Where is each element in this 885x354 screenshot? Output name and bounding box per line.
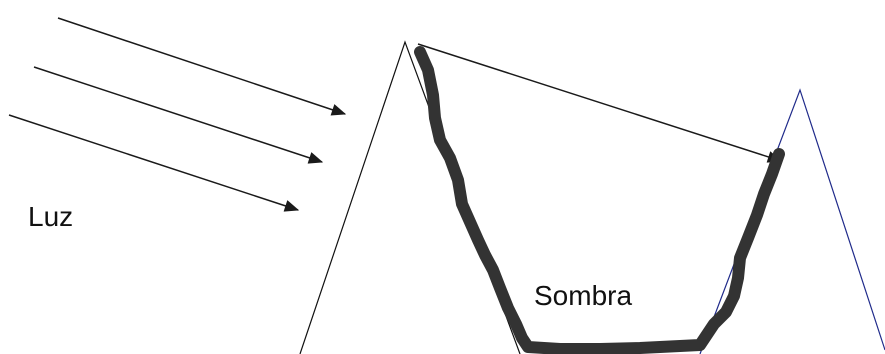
shadow-outline [414,46,785,354]
light-ray-1 [57,17,347,116]
shadow-label: Sombra [534,280,633,311]
grazing-ray [417,43,783,163]
left-mountain [299,40,521,354]
light-ray-2 [33,66,324,164]
light-ray-3 [8,114,300,212]
light-label: Luz [28,201,74,232]
